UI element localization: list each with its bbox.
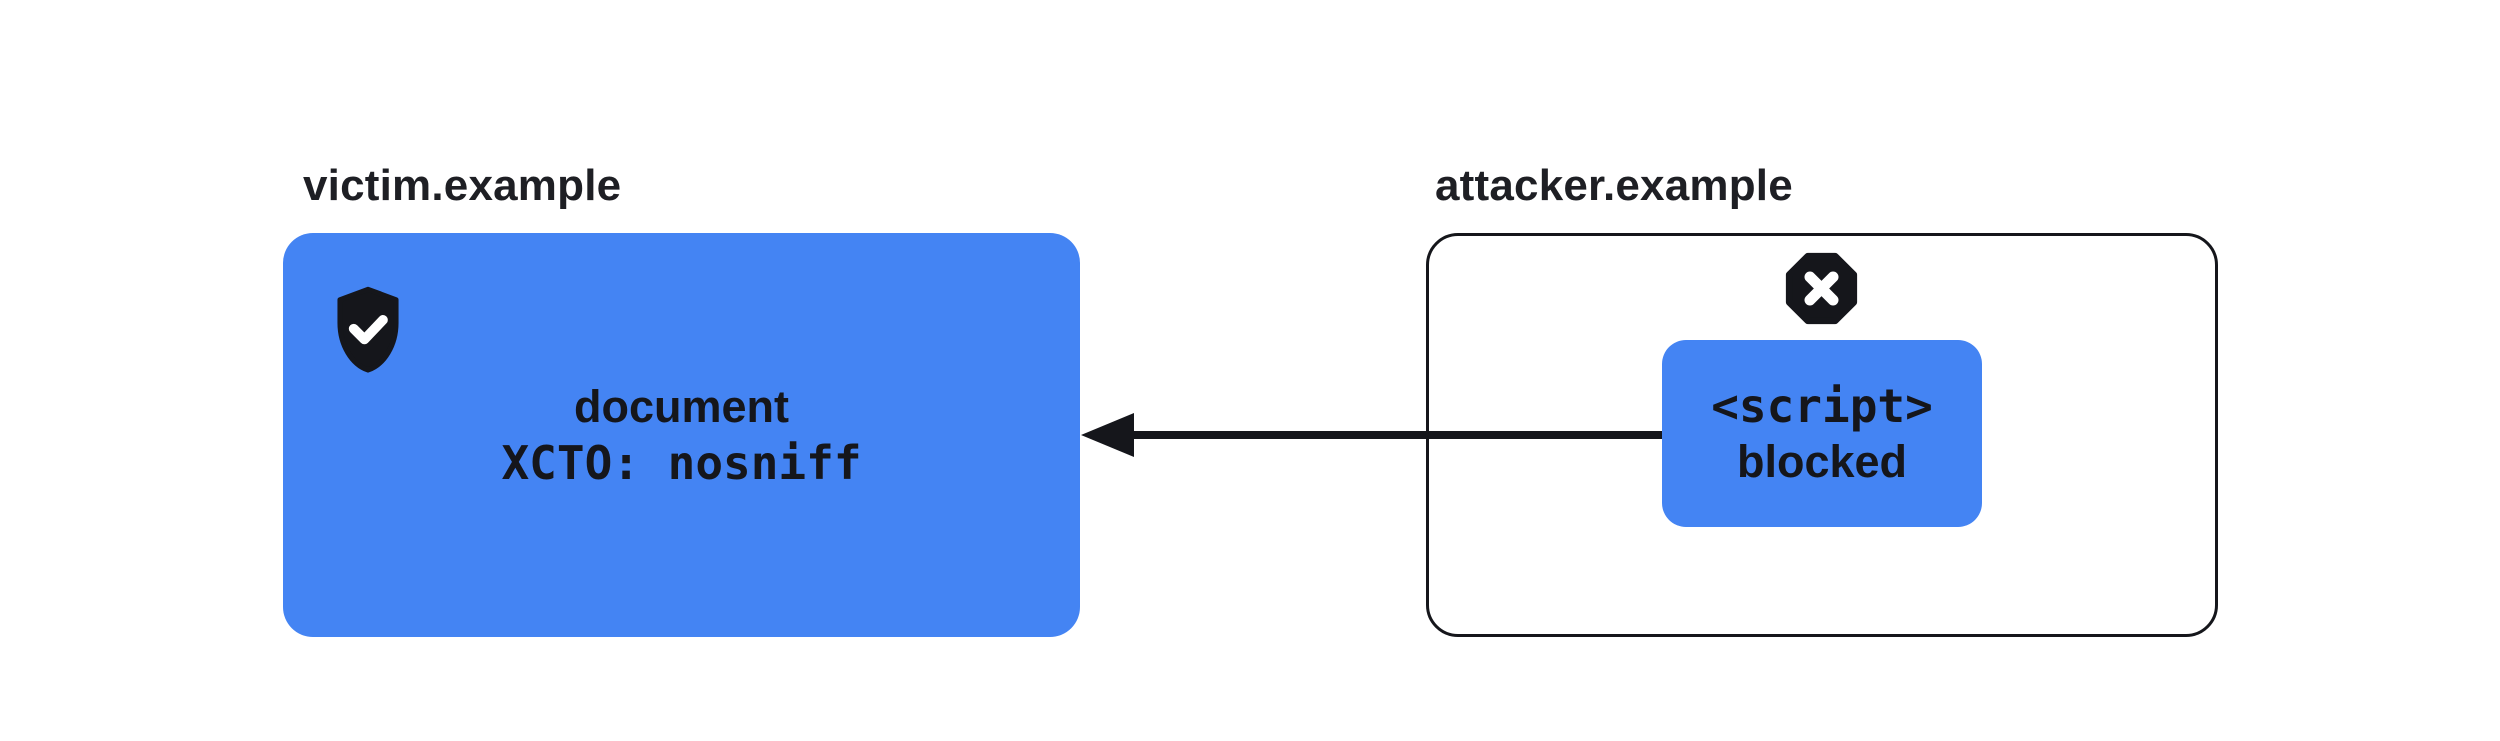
blocked-response-arrow [1081,413,1668,457]
victim-domain-label: victim.example [303,161,622,210]
victim-box-text: document XCTO: nosniff [501,378,861,492]
script-tag-line: <script> [1711,378,1933,433]
script-blocked-line: blocked [1736,435,1908,487]
shield-check-icon [329,283,407,377]
blocked-x-icon [1782,250,1861,327]
victim-document-line: document [573,381,789,432]
script-blocked-box: <script> blocked [1662,340,1982,527]
victim-xcto-header-line: XCTO: nosniff [501,436,862,490]
victim-document-box: document XCTO: nosniff [283,233,1080,637]
attacker-domain-label: attacker.example [1435,161,1793,210]
